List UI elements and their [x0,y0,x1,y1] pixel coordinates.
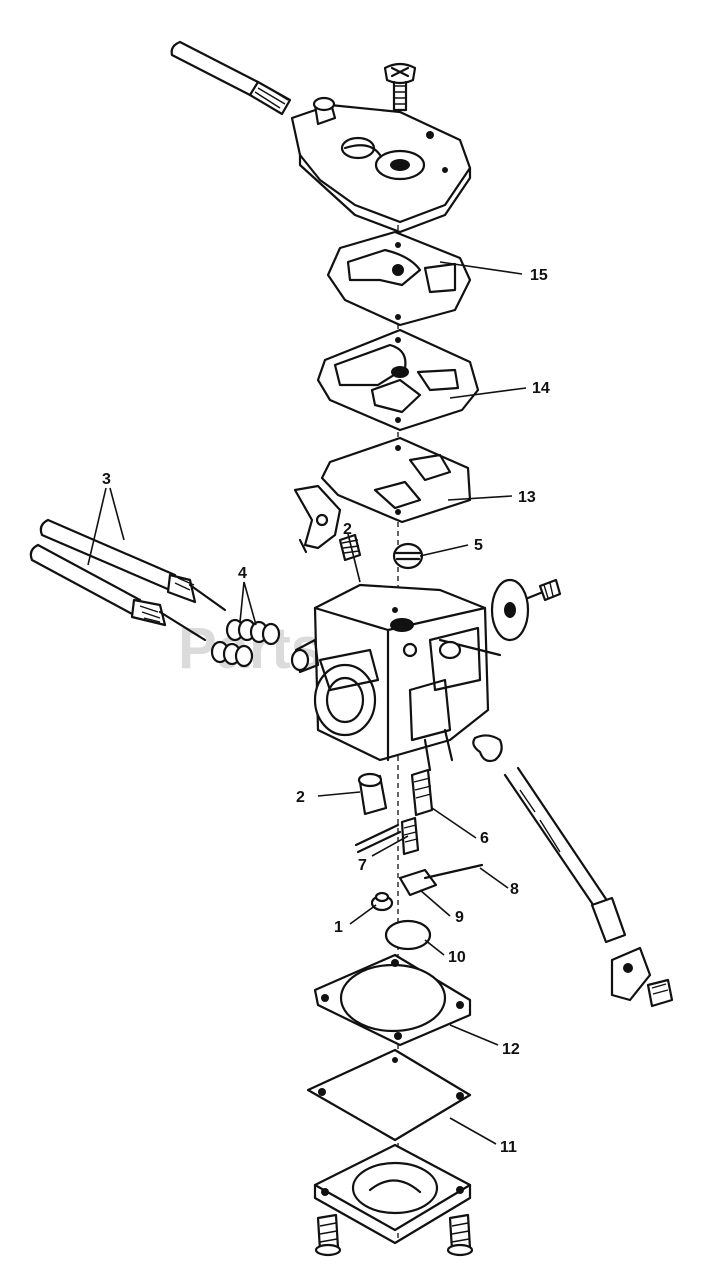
callout-1: 1 [334,919,343,936]
part-14-metering-diaphragm [316,328,480,432]
callout-7: 7 [358,857,367,874]
throttle-plate-and-screw [490,578,562,642]
inlet-needle-group [354,768,484,951]
callout-5: 5 [474,537,483,554]
callout-13: 13 [518,489,536,506]
leader-lines [87,261,527,1145]
callout-4: 4 [238,565,247,582]
adjusting-needles [29,518,281,668]
carburetor-body [290,583,502,772]
fuel-lever-and-spring [293,484,362,562]
callout-2-upper: 2 [343,521,352,538]
callout-15: 15 [530,267,548,284]
throttle-linkage [472,734,674,1008]
part-15-gasket [326,230,472,327]
callout-12: 12 [502,1041,520,1058]
part-12-gasket [313,953,472,1047]
callout-14: 14 [532,380,550,397]
callout-labels: 15 14 13 5 2 3 4 2 6 7 8 9 1 10 12 11 [102,267,550,1156]
pump-cover-assembly [170,40,472,234]
callout-11: 11 [500,1139,517,1156]
part-5-plug [392,542,424,570]
callout-10: 10 [448,949,466,966]
callout-8: 8 [510,881,519,898]
callout-3: 3 [102,471,111,488]
part-13-gasket [320,436,472,524]
callout-9: 9 [455,909,464,926]
pump-bottom-cover [313,1143,474,1257]
part-11-diaphragm-plate [306,1048,472,1142]
callout-6: 6 [480,830,489,847]
springs [210,618,281,668]
callout-2: 2 [296,789,305,806]
